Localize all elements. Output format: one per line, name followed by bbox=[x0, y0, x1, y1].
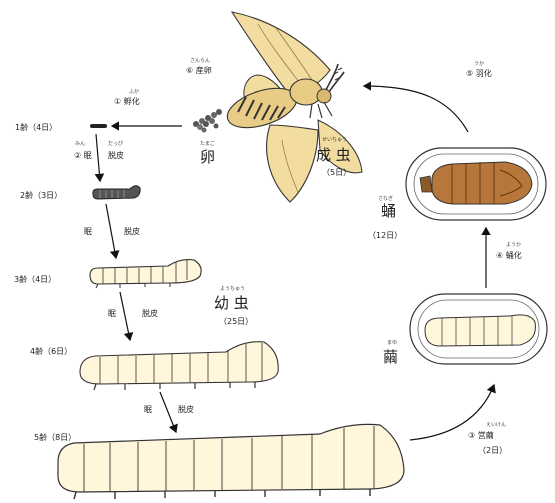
label-molt-3b: 脱皮 bbox=[142, 308, 158, 318]
label-eclosion: ⑤ 羽化 bbox=[466, 68, 492, 78]
ruby-adult: せいちゅう bbox=[322, 137, 347, 143]
label-instar-1: 1齢（4日） bbox=[15, 122, 57, 132]
ruby-egg: たまご bbox=[200, 140, 215, 147]
ruby-ukka: うか bbox=[474, 60, 484, 67]
label-hatch: ① 孵化 bbox=[114, 96, 140, 106]
label-molt-4: 眠 bbox=[144, 405, 152, 414]
label-pupa-days: （12日） bbox=[368, 231, 402, 240]
label-molt-1b: 脱皮 bbox=[108, 150, 124, 160]
cocoon-icon bbox=[410, 294, 547, 364]
ruby-eiken: えいけん bbox=[486, 422, 506, 428]
label-instar-2: 2齢（3日） bbox=[20, 190, 62, 200]
egg-cluster-icon bbox=[193, 109, 222, 133]
ruby-dappi: だっぴ bbox=[108, 141, 123, 147]
label-molt-2: 眠 bbox=[84, 227, 92, 236]
label-larva-days: （25日） bbox=[219, 317, 253, 326]
pupa-icon bbox=[406, 148, 546, 220]
larva-icon bbox=[90, 260, 201, 288]
label-adult-days: （5日） bbox=[322, 168, 351, 177]
ruby-min: みん bbox=[75, 141, 85, 147]
label-molt-2b: 脱皮 bbox=[124, 226, 140, 236]
label-molt-4b: 脱皮 bbox=[178, 404, 194, 414]
larva-icon bbox=[80, 342, 278, 390]
label-pupation: ④ 蛹化 bbox=[496, 250, 522, 260]
label-lay-eggs: ⑥ 産卵 bbox=[186, 65, 212, 75]
label-spinning: ③ 営繭 bbox=[468, 430, 494, 440]
label-pupa: 蛹 bbox=[381, 202, 396, 220]
ruby-hatch: ふか bbox=[129, 88, 139, 95]
label-molt-3: 眠 bbox=[108, 309, 116, 318]
label-instar-4: 4齢（6日） bbox=[30, 346, 72, 356]
ruby-larva: ようちゅう bbox=[220, 286, 245, 292]
label-larva: 幼 虫 bbox=[214, 294, 249, 312]
larva-icon bbox=[58, 424, 404, 499]
ruby-sanran: さんらん bbox=[190, 57, 210, 64]
label-adult: 成 虫 bbox=[316, 146, 351, 164]
ruby-youka: ようか bbox=[506, 241, 521, 248]
label-molt-1: ② 眠 bbox=[74, 151, 92, 160]
label-instar-5: 5齢（8日） bbox=[34, 432, 76, 442]
label-instar-3: 3齢（4日） bbox=[14, 274, 56, 284]
label-cocoon: 繭 bbox=[383, 348, 398, 366]
larva-icon bbox=[93, 186, 140, 199]
larva-icon bbox=[90, 124, 107, 128]
ruby-pupa: さなぎ bbox=[378, 195, 393, 202]
label-spinning-days: （2日） bbox=[478, 446, 507, 455]
ruby-cocoon: まゆ bbox=[387, 340, 397, 346]
label-egg: 卵 bbox=[200, 148, 215, 166]
